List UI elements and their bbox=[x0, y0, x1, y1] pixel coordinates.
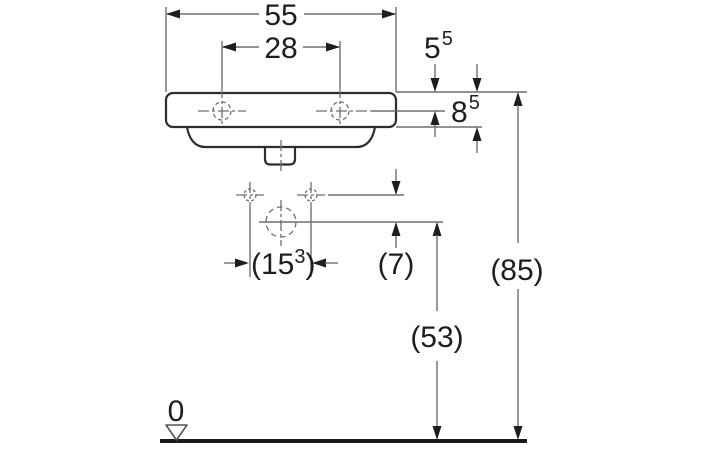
dim-tap-spacing: 28 bbox=[222, 32, 340, 65]
tap-holes bbox=[198, 41, 356, 125]
dim-drain-axis-height: (53) bbox=[410, 222, 464, 440]
arrowhead-left bbox=[166, 9, 180, 19]
dim-label-fixing-hole-spacing: (153) bbox=[251, 246, 315, 281]
arrowhead-down bbox=[430, 78, 440, 92]
dim-top-to-tap-axis: 55 bbox=[424, 28, 453, 137]
arrowhead-right-pointing bbox=[235, 258, 249, 268]
dim-label-overall-width: 55 bbox=[264, 0, 297, 32]
dim-overall-width: 55 bbox=[165, 0, 397, 92]
tap-hole-right bbox=[330, 101, 350, 121]
fixing-hole-right bbox=[304, 188, 318, 202]
arrowhead-right bbox=[326, 42, 340, 52]
arrowhead-up bbox=[472, 127, 482, 141]
arrowhead-down bbox=[513, 426, 523, 440]
arrowhead-up bbox=[391, 222, 401, 236]
fixing-hole-left bbox=[243, 188, 257, 202]
arrowhead-left-pointing bbox=[312, 258, 326, 268]
floor-datum: 0 bbox=[160, 395, 527, 443]
basin-rim bbox=[164, 91, 398, 129]
arrowhead-down bbox=[432, 426, 442, 440]
dim-hole-to-drain: (7) bbox=[378, 169, 415, 281]
dim-label-apron-height: 85 bbox=[451, 92, 480, 129]
arrowhead-up bbox=[430, 111, 440, 125]
dim-label-floor-datum: 0 bbox=[168, 395, 185, 428]
arrowhead-right bbox=[382, 9, 396, 19]
dim-label-hole-to-drain: (7) bbox=[378, 248, 415, 281]
drain-outlet-stub bbox=[263, 145, 297, 166]
dim-rim-top-height: (85) bbox=[490, 92, 544, 440]
arrowhead-up bbox=[513, 92, 523, 106]
arrowhead-left bbox=[222, 42, 236, 52]
dim-fixing-hole-spacing: (153) bbox=[224, 208, 338, 281]
datum-triangle bbox=[165, 424, 188, 441]
tap-hole-left bbox=[212, 101, 232, 121]
reference-lines bbox=[259, 91, 527, 223]
arrowhead-down bbox=[391, 181, 401, 195]
washbasin-outline bbox=[164, 91, 398, 172]
dim-label-top-to-tap-axis: 55 bbox=[424, 28, 453, 65]
fixing-holes-and-drain bbox=[236, 182, 325, 246]
arrowhead-down bbox=[472, 78, 482, 92]
arrowhead-up bbox=[432, 222, 442, 236]
dim-label-tap-spacing: 28 bbox=[264, 32, 297, 65]
dim-apron-height: 85 bbox=[451, 64, 482, 153]
dim-label-rim-top-height: (85) bbox=[490, 254, 543, 287]
dim-label-drain-axis-height: (53) bbox=[410, 321, 463, 354]
